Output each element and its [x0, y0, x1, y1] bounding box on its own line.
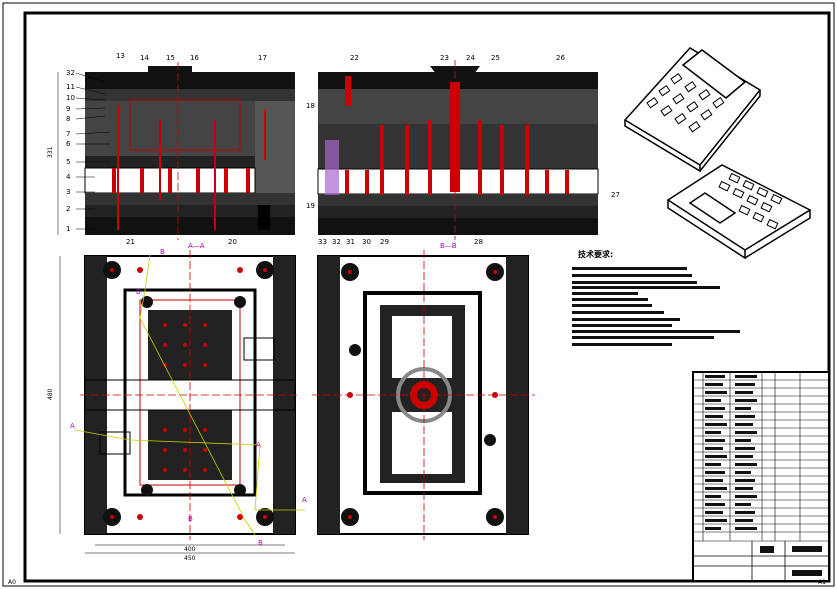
- sheet-corner-left: A0: [8, 579, 16, 586]
- cut-marker: A: [70, 422, 75, 430]
- part-num: 31: [346, 238, 355, 246]
- part-num: 21: [126, 238, 135, 246]
- part-num: 29: [380, 238, 389, 246]
- section-view-bb: [317, 60, 599, 240]
- part-num: 8: [66, 115, 70, 123]
- part-num: 6: [66, 140, 71, 148]
- part-num: 10: [66, 94, 75, 102]
- cut-marker: A: [256, 441, 261, 449]
- height-dim: 480: [47, 388, 54, 400]
- part-num: 16: [190, 54, 199, 62]
- notes-title: 技术要求:: [578, 249, 613, 259]
- part-num: 20: [228, 238, 237, 246]
- part-num: 25: [491, 54, 500, 62]
- width-dim-outer: 450: [184, 555, 196, 562]
- part-num: 5: [66, 158, 70, 166]
- plan-view-fixed-half: [312, 250, 535, 540]
- drawing-frame: [23, 11, 831, 583]
- part-num: 26: [556, 54, 565, 62]
- part-num: 18: [306, 102, 315, 110]
- height-dim: 331: [47, 146, 54, 158]
- section-label-aa: A—A: [188, 242, 205, 250]
- technical-notes: 技术要求:: [572, 249, 740, 346]
- part-num: 3: [66, 188, 70, 196]
- sheet-corner-right: A1: [818, 579, 826, 586]
- part-numbers: 32 11 10 9 8 7 6 5 4 3 2 1 331 13 14 15 …: [47, 52, 620, 246]
- cut-marker: B: [258, 539, 263, 547]
- part-num: 11: [66, 83, 75, 91]
- section-view-aa: [84, 62, 295, 240]
- part-num: 23: [440, 54, 449, 62]
- part-num: 14: [140, 54, 149, 62]
- cut-marker: A: [302, 496, 307, 504]
- cut-marker: B: [160, 248, 165, 256]
- product-isometric-views: [623, 47, 812, 260]
- part-num: 1: [66, 225, 70, 233]
- part-num: 9: [66, 105, 70, 113]
- part-num: 7: [66, 130, 70, 138]
- part-num: 32: [332, 238, 341, 246]
- part-num: 30: [362, 238, 371, 246]
- part-num: 4: [66, 173, 71, 181]
- part-num: 17: [258, 54, 267, 62]
- section-label-bb: B—B: [440, 242, 457, 250]
- part-num: 27: [611, 191, 620, 199]
- part-num: 2: [66, 205, 70, 213]
- part-num: 24: [466, 54, 475, 62]
- part-num: 32: [66, 69, 75, 77]
- part-num: 13: [116, 52, 125, 60]
- title-block: [692, 371, 830, 582]
- part-num: 22: [350, 54, 359, 62]
- part-num: 19: [306, 202, 315, 210]
- part-num: 15: [166, 54, 175, 62]
- plan-view-moving-half: [59, 250, 305, 554]
- cut-marker: B: [188, 515, 193, 523]
- part-num: 28: [474, 238, 483, 246]
- width-dim-inner: 400: [184, 546, 196, 553]
- part-num: 33: [318, 238, 327, 246]
- cut-marker: B: [136, 288, 141, 296]
